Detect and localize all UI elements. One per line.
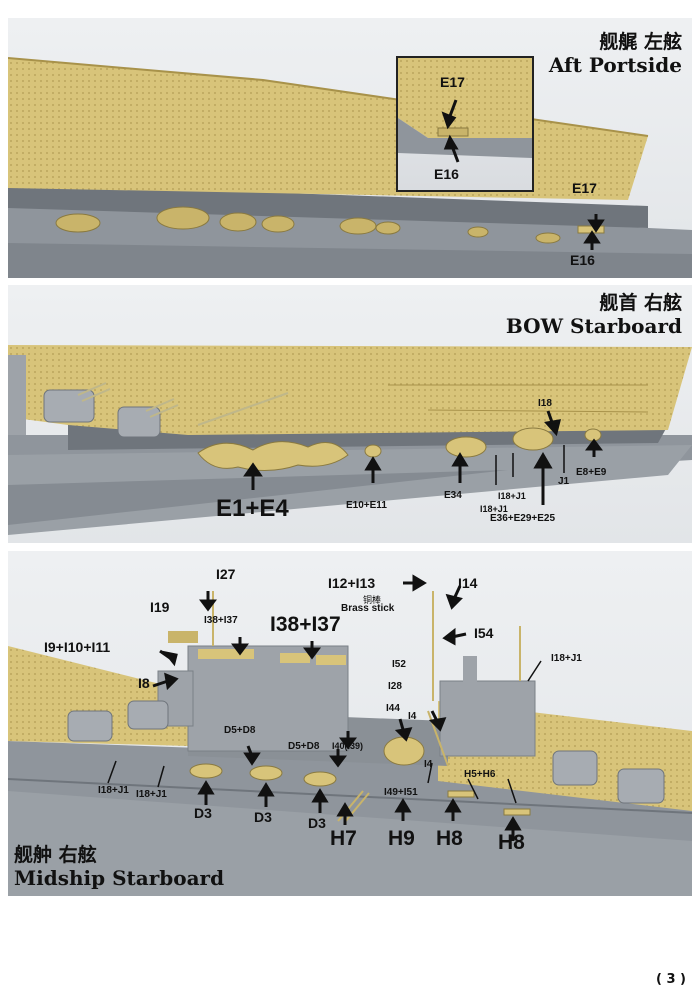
panel-midship-starboard: I27 I19 I38+I37 I38+I37 I9+I10+I11 I8 I1… <box>8 551 692 896</box>
panel-title-aft: 舰艉 左舷 Aft Portside <box>548 31 682 77</box>
title-bow-cn: 舰首 右舷 <box>599 292 682 314</box>
label-e16: E16 <box>570 252 595 268</box>
label-i4-b: I4 <box>424 759 433 770</box>
label-i18-j1-l1: I18+J1 <box>98 785 129 796</box>
label-i38-i37-b: I38+I37 <box>270 613 341 636</box>
label-i54: I54 <box>474 625 494 641</box>
title-aft-cn: 舰艉 左舷 <box>599 31 682 53</box>
label-i9-i10-i11: I9+I10+I11 <box>44 639 111 655</box>
label-i27: I27 <box>216 566 236 582</box>
label-brass-stick: Brass stick <box>341 603 395 614</box>
panel-title-bow: 舰首 右舷 BOW Starboard <box>505 292 682 338</box>
label-i18-j1-l2: I18+J1 <box>136 789 167 800</box>
label-i19: I19 <box>150 599 170 615</box>
label-i18-j1-b: I18+J1 <box>480 504 508 514</box>
label-i18-j1-top: I18+J1 <box>551 653 582 664</box>
label-d3-a: D3 <box>194 805 212 821</box>
title-midship-cn: 舰舯 右舷 <box>14 844 97 866</box>
label-h5-h6: H5+H6 <box>464 769 496 780</box>
label-i38-i37-a: I38+I37 <box>204 615 238 626</box>
inset-label-e17: E17 <box>440 74 465 90</box>
label-i14: I14 <box>458 575 478 591</box>
label-d3-c: D3 <box>308 815 326 831</box>
bow-starboard-model-photo <box>8 345 692 535</box>
aft-detail-inset: E17 E16 <box>396 56 534 192</box>
label-d3-b: D3 <box>254 809 272 825</box>
label-i49-i51: I49+I51 <box>384 787 418 798</box>
label-brass-stick-cn: 铜棒 <box>363 595 382 605</box>
label-i12-i13: I12+I13 <box>328 575 376 591</box>
label-i18-j1-a: I18+J1 <box>498 491 526 501</box>
label-i8: I8 <box>138 675 150 691</box>
label-e8-e9: E8+E9 <box>576 467 607 478</box>
midship-starboard-model-photo <box>8 574 692 896</box>
inset-photo <box>398 58 532 163</box>
title-aft-en: Aft Portside <box>548 52 682 77</box>
panel-bow-starboard: 舰首 右舷 BOW Starboard E1+E4 E10+E11 E34 I1… <box>8 285 692 543</box>
page-number: ( 3 ) <box>656 972 686 987</box>
label-i18: I18 <box>538 398 552 409</box>
label-i52: I52 <box>392 659 406 670</box>
label-i28: I28 <box>388 681 402 692</box>
label-h9: H9 <box>388 827 415 850</box>
label-e34: E34 <box>444 490 462 501</box>
label-e36-e29-e25: E36+E29+E25 <box>490 513 556 524</box>
label-i44: I44 <box>386 703 400 714</box>
label-d5-d8-b: D5+D8 <box>288 741 320 752</box>
label-e10-e11: E10+E11 <box>346 500 387 511</box>
label-i4-a: I4 <box>408 711 417 722</box>
label-i40-i39: I40(I39) <box>332 741 364 751</box>
label-j1: J1 <box>558 476 570 487</box>
label-e17: E17 <box>572 180 597 196</box>
panel-aft-portside: E17 E16 舰艉 左舷 Aft Portside E17 E16 <box>8 18 692 278</box>
title-bow-en: BOW Starboard <box>505 313 682 338</box>
label-d5-d8-a: D5+D8 <box>224 725 256 736</box>
panel-title-midship: 舰舯 右舷 Midship Starboard <box>14 844 225 890</box>
title-midship-en: Midship Starboard <box>14 865 225 890</box>
label-e1-e4: E1+E4 <box>216 495 289 522</box>
inset-label-e16: E16 <box>434 166 459 182</box>
label-h7: H7 <box>330 827 357 850</box>
label-h8-a: H8 <box>436 827 463 850</box>
label-h8-b: H8 <box>498 831 525 854</box>
